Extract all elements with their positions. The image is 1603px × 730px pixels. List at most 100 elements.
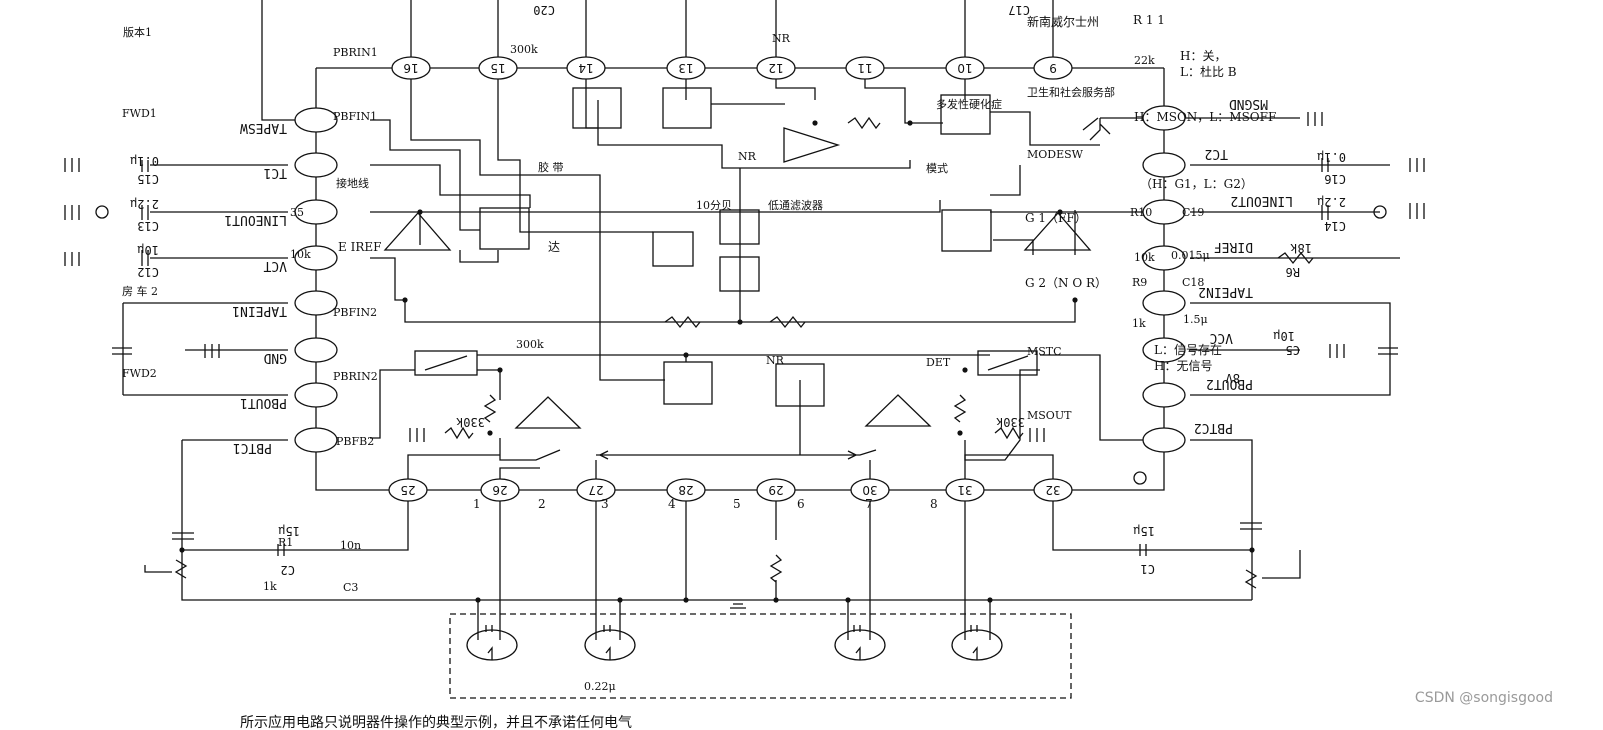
pin-pbtc2 [1142, 427, 1186, 453]
label-tapein1: TAPEIN1 [232, 303, 287, 318]
pin-14 [566, 56, 606, 80]
label-gnd: GND [263, 350, 287, 365]
label-tapein2: TAPEIN2 [1198, 284, 1253, 299]
label-c1: C1 [1141, 562, 1155, 576]
label-h-nosignal: H：无信号 [1154, 359, 1212, 373]
switch-right [977, 350, 1038, 376]
label-n1: 1 [473, 497, 481, 511]
label-c1v: 15μ [1133, 524, 1155, 538]
label-fwd1: FWD1 [122, 107, 157, 120]
label-n7: 7 [865, 497, 873, 511]
pin-num-12: 12 [768, 61, 783, 75]
label-35: 35 [290, 206, 304, 219]
dashed-subcircuit [449, 613, 1072, 699]
label-h-off: H：关， [1180, 49, 1226, 63]
label-pbout2: PBOUT2 [1206, 376, 1253, 391]
label-10n: 10n [340, 539, 361, 552]
block-right-a [941, 209, 992, 252]
label-det: DET [926, 356, 951, 369]
pin-pbout1 [294, 382, 338, 408]
label-pbfin1: PBFIN1 [333, 110, 377, 123]
pin-numbers: 16 15 14 13 12 11 10 9 25 26 27 28 29 30… [400, 61, 1060, 497]
pin-10 [945, 56, 985, 80]
pin-num-16: 16 [403, 61, 418, 75]
pin-num-9: 9 [1049, 61, 1057, 75]
pin-tapein2 [1142, 290, 1186, 316]
label-r10: R10 [1130, 206, 1152, 219]
resistor-r6 [1277, 251, 1314, 265]
label-n2: 2 [538, 497, 546, 511]
block-lpf-1 [719, 209, 760, 245]
label-pbtc2: PBTC2 [1194, 420, 1233, 435]
label-c2: C2 [281, 563, 295, 577]
label-diref: DIREF [1214, 239, 1253, 254]
pin-num-15: 15 [490, 61, 505, 75]
label-da: 达 [548, 240, 560, 254]
label-c2v: 15μ [278, 524, 300, 538]
label-c15v: 0.1μ [130, 154, 159, 168]
label-lpf: 低通滤波器 [768, 199, 823, 212]
label-nr-mid: NR [738, 150, 757, 163]
pin-tapesw [294, 107, 338, 133]
label-n6: 6 [797, 497, 805, 511]
label-c12: C12 [137, 265, 159, 279]
opamp-nr [783, 127, 841, 163]
label-nr-top: NR [772, 32, 791, 45]
label-022u: 0.22μ [584, 680, 616, 693]
label-pbfin2: PBFIN2 [333, 306, 377, 319]
pin-30 [850, 478, 890, 502]
label-pbrin2: PBRIN2 [333, 370, 378, 383]
block-lpf-2 [719, 256, 760, 292]
label-r330k-right: 330k [995, 415, 1025, 429]
label-tc2: TC2 [1205, 146, 1228, 161]
opamp-bottom-left [514, 396, 582, 429]
label-15u: 1.5μ [1183, 313, 1208, 326]
label-tc1: TC1 [264, 165, 287, 180]
label-n8: 8 [930, 497, 938, 511]
label-n5: 5 [733, 497, 741, 511]
pin-num-30: 30 [862, 483, 877, 497]
label-300k-top: 300k [510, 43, 538, 56]
block-13 [662, 87, 712, 129]
pin-31 [945, 478, 985, 502]
label-c12v: 10μ [137, 243, 159, 257]
resistor-pair [664, 315, 806, 329]
resistor-nr [847, 116, 881, 130]
pin-vct [294, 245, 338, 271]
chip-outline [315, 68, 1165, 491]
label-g2nor: G 2（N O R） [1025, 276, 1107, 290]
label-health: 卫生和社会服务部 [1027, 85, 1115, 99]
label-r1: R1 [278, 536, 293, 549]
pin-pbout2 [1142, 382, 1186, 408]
label-1k-left: 1k [263, 580, 277, 593]
pin-diref [1142, 245, 1186, 271]
pin-12 [756, 56, 796, 80]
caption-text: 所示应用电路只说明器件操作的典型示例，并且不承诺任何电气 [240, 714, 632, 730]
pin-vcc [1142, 337, 1186, 363]
label-10k-right: 10k [1134, 251, 1155, 264]
label-pbtc1: PBTC1 [233, 440, 272, 455]
pin-num-31: 31 [957, 483, 972, 497]
label-g1g2: （H：G1，L：G2） [1140, 177, 1253, 191]
label-tape: 胶 带 [538, 160, 564, 174]
label-fwd2: FWD2 [122, 367, 157, 380]
label-g1ff: G 1（FF） [1025, 211, 1087, 225]
opamp-right [1023, 212, 1092, 251]
label-mstc: MSTC [1027, 345, 1062, 358]
label-c5v: 10μ [1273, 329, 1295, 343]
label-c14: C14 [1324, 219, 1346, 233]
label-c14v: 2.2μ [1317, 195, 1346, 209]
pin-tc2 [1142, 152, 1186, 178]
label-ground: 接地线 [336, 176, 369, 190]
label-eiref: E IREF [338, 240, 381, 254]
pin-names: TAPESW TC1 LINEOUT1 VCT TAPEIN1 GND PBOU… [130, 3, 1346, 577]
block-multi [940, 94, 991, 135]
pin-25 [388, 478, 428, 502]
pin-num-10: 10 [957, 61, 972, 75]
label-msgnd: MSGND [1229, 96, 1268, 111]
label-c18: C18 [1182, 276, 1204, 289]
label-c16: C16 [1324, 172, 1346, 186]
pin-32 [1033, 478, 1073, 502]
label-10k-left: 10k [290, 248, 311, 261]
label-l-dolby: L：杜比 B [1180, 64, 1237, 79]
